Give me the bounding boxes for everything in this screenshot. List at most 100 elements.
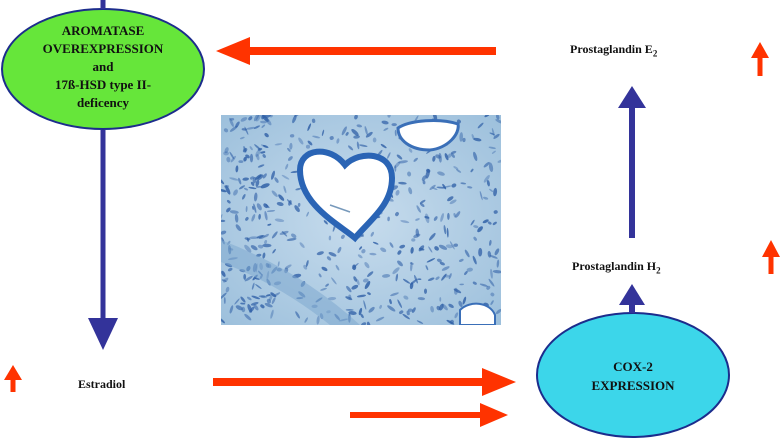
aromatase-line-1: AROMATASE	[61, 23, 145, 38]
tissue-nucleus	[494, 248, 500, 256]
tissue-nucleus	[353, 135, 360, 139]
tissue-nucleus	[295, 311, 300, 319]
tissue-nucleus	[225, 286, 230, 293]
tissue-nucleus	[356, 278, 360, 286]
tissue-nucleus	[402, 313, 410, 320]
tissue-nucleus	[255, 149, 261, 157]
tissue-nucleus	[486, 285, 491, 290]
tissue-nucleus	[328, 235, 332, 241]
histology-image	[221, 115, 501, 325]
tissue-nucleus	[240, 302, 246, 305]
tissue-nucleus	[473, 137, 482, 142]
pge2-base: Prostaglandin E	[570, 42, 653, 56]
tissue-nucleus	[425, 265, 429, 271]
tissue-nucleus	[260, 183, 270, 189]
tissue-nucleus	[453, 212, 457, 218]
tissue-nucleus	[287, 147, 291, 152]
blue-arrow-pgh2-to-pge2	[618, 86, 646, 238]
tissue-nucleus	[269, 115, 273, 118]
tissue-nucleus	[447, 153, 452, 158]
tissue-nucleus	[226, 207, 231, 213]
tissue-nucleus	[417, 278, 422, 281]
tissue-nucleus	[266, 294, 271, 297]
tissue-nucleus	[245, 205, 248, 213]
blue-arrow-aromatase-to-estradiol	[88, 130, 118, 350]
tissue-nucleus	[221, 317, 225, 324]
tissue-nucleus	[249, 176, 255, 180]
tissue-nucleus	[256, 234, 264, 239]
tissue-nucleus	[242, 177, 249, 181]
tissue-nucleus	[432, 155, 436, 162]
tissue-nucleus	[430, 305, 434, 313]
tissue-nucleus	[336, 138, 340, 144]
tissue-nucleus	[359, 144, 368, 148]
tissue-nucleus	[260, 144, 267, 148]
tissue-nucleus	[264, 303, 273, 308]
tissue-nucleus	[299, 242, 305, 249]
tissue-nucleus	[297, 202, 301, 207]
tissue-nucleus	[380, 143, 387, 149]
tissue-nucleus	[456, 169, 462, 173]
tissue-nucleus	[408, 187, 413, 195]
tissue-nucleus	[267, 223, 272, 226]
tissue-nucleus	[255, 115, 261, 122]
tissue-nucleus	[432, 187, 438, 191]
tissue-nucleus	[453, 243, 458, 247]
tissue-nucleus	[372, 241, 379, 245]
tissue-nucleus	[497, 159, 501, 163]
tissue-nucleus	[251, 295, 261, 300]
tissue-nucleus	[368, 306, 375, 313]
tissue-nucleus	[291, 233, 297, 239]
tissue-nucleus	[362, 278, 369, 283]
tissue-nucleus	[245, 154, 250, 159]
tissue-nucleus	[488, 278, 495, 287]
blue-arrow-cox2-to-pgh2	[619, 284, 645, 313]
tissue-nucleus	[487, 221, 492, 225]
tissue-nucleus	[400, 220, 410, 224]
tissue-nucleus	[365, 131, 373, 138]
tissue-nucleus	[348, 145, 354, 151]
increase-arrow-pge2	[751, 42, 769, 76]
tissue-nucleus	[262, 154, 266, 158]
tissue-nucleus	[235, 121, 240, 128]
tissue-nucleus	[470, 168, 474, 173]
tissue-nucleus	[260, 304, 265, 309]
tissue-nucleus	[246, 237, 249, 242]
tissue-nucleus	[341, 126, 347, 136]
tissue-nucleus	[464, 271, 468, 275]
tissue-nucleus	[271, 170, 275, 180]
pgh2-base: Prostaglandin H	[572, 259, 657, 273]
tissue-nucleus	[281, 174, 290, 180]
tissue-nucleus	[360, 313, 364, 319]
tissue-nucleus	[242, 147, 248, 153]
tissue-nucleus	[443, 224, 447, 235]
tissue-nucleus	[258, 295, 266, 298]
tissue-nucleus	[422, 180, 426, 185]
cox2-line-2: EXPRESSION	[591, 378, 675, 393]
tissue-nucleus	[418, 245, 425, 252]
tissue-nucleus	[229, 151, 235, 160]
tissue-nucleus	[316, 251, 324, 256]
tissue-nucleus	[440, 213, 444, 222]
tissue-nucleus	[436, 305, 441, 311]
cox2-label: COX-2 EXPRESSION	[553, 357, 713, 395]
tissue-nucleus	[392, 267, 400, 275]
tissue-nucleus	[253, 115, 260, 122]
tissue-nucleus	[307, 123, 312, 131]
tissue-nucleus	[473, 151, 478, 162]
tissue-nucleus	[320, 287, 327, 291]
tissue-nucleus	[329, 136, 334, 140]
tissue-nucleus	[311, 118, 316, 123]
tissue-nucleus	[353, 276, 358, 282]
tissue-nucleus	[250, 245, 258, 251]
tissue-nucleus	[264, 233, 269, 238]
tissue-nucleus	[221, 292, 227, 300]
tissue-nucleus	[335, 264, 340, 271]
tissue-nucleus	[375, 316, 385, 322]
tissue-nucleus	[387, 115, 391, 118]
tissue-nucleus	[256, 153, 260, 161]
tissue-nucleus	[411, 307, 416, 313]
tissue-nucleus	[415, 218, 420, 221]
tissue-nucleus	[274, 143, 283, 146]
tissue-nucleus	[490, 300, 494, 305]
